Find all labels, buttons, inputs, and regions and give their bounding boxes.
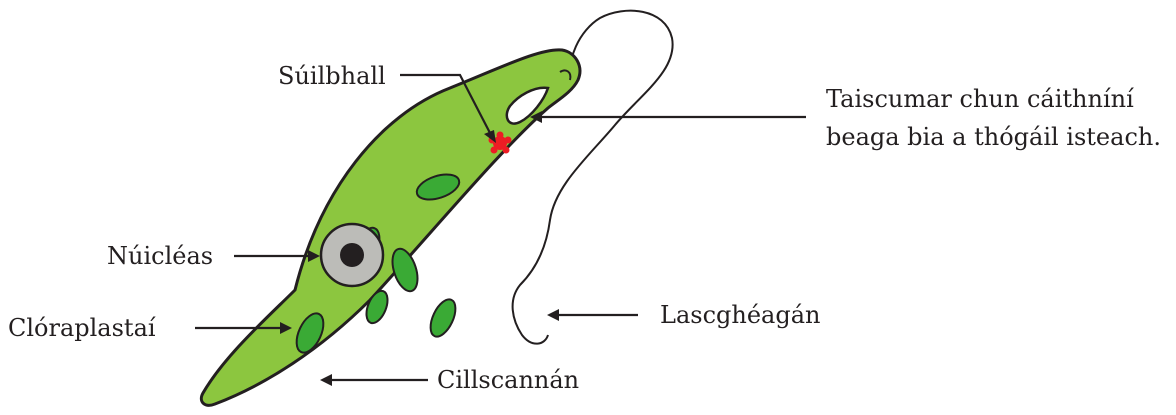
- label-flagellum: Lascghéagán: [660, 301, 820, 329]
- label-nucleus: Núicléas: [107, 242, 213, 270]
- label-chloroplasts: Clóraplastaí: [8, 314, 156, 342]
- label-reservoir-line1: Taiscumar chun cáithníní: [826, 85, 1134, 113]
- label-pellicle: Cillscannán: [437, 366, 579, 394]
- label-eyespot: Súilbhall: [278, 62, 386, 90]
- flagellum-arrow: [547, 309, 638, 321]
- nucleolus: [340, 243, 364, 267]
- chloroplast: [425, 296, 460, 341]
- pellicle-arrow: [320, 374, 428, 386]
- label-reservoir-line2: beaga bia a thógáil isteach.: [826, 123, 1161, 151]
- reservoir-arrow: [530, 111, 806, 123]
